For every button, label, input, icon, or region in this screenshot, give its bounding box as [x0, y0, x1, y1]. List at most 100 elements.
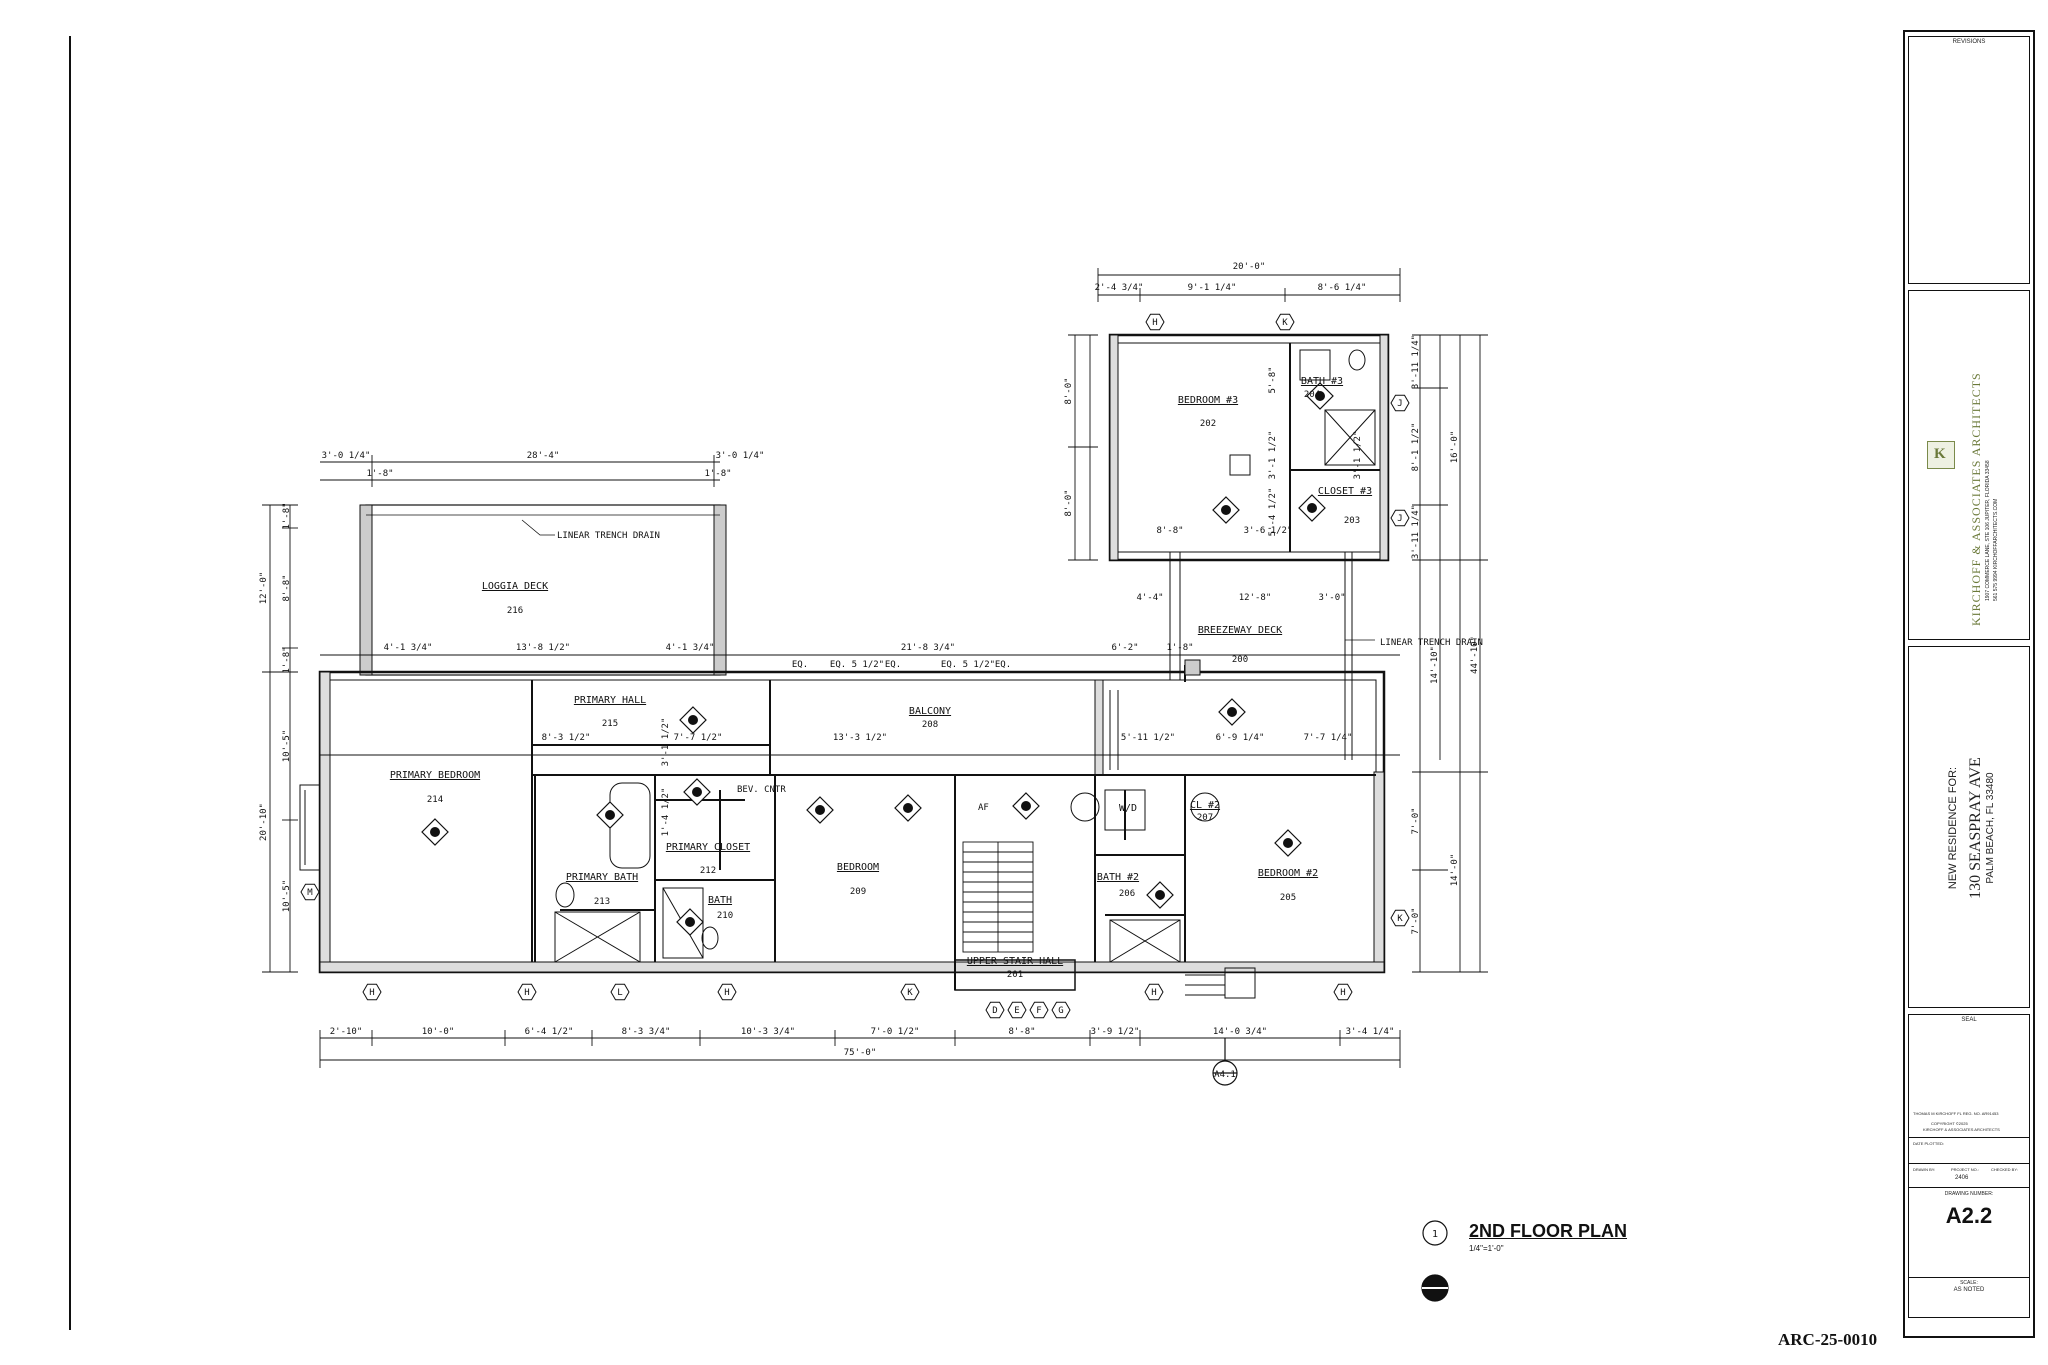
- room-label-bedroom3: BEDROOM #3: [1178, 395, 1238, 406]
- grid-tag-label: J: [1397, 514, 1402, 524]
- tag-diamond-dot: [903, 803, 913, 813]
- plan-scale: 1/4"=1'-0": [1469, 1244, 1504, 1253]
- title-block: [1903, 30, 2035, 1338]
- seal-label: SEAL: [1961, 1017, 1977, 1023]
- dim-bottom-segment: 10'-3 3/4": [741, 1027, 795, 1037]
- dim-inner: 1'-4 1/2": [661, 788, 671, 837]
- dim-inner: 12'-8": [1239, 593, 1272, 603]
- eq-labels: EQ.EQ. 5 1/2"EQ.EQ. 5 1/2"EQ.: [792, 660, 1011, 670]
- firm-name: KIRCHOFF & ASSOCIATES ARCHITECTS: [1969, 372, 1983, 626]
- room-label-balcony: BALCONY: [909, 706, 951, 717]
- drawing-number-label: DRAWING NUMBER:: [1944, 1191, 1994, 1197]
- bottom-dim-chain: 2'-10"10'-0"6'-4 1/2"8'-3 3/4"10'-3 3/4"…: [330, 1027, 1395, 1037]
- room-number-primary-bath: 213: [594, 897, 610, 907]
- revisions-label: REVISIONS: [1952, 39, 1986, 45]
- dim-inner: 3'-1 1/2": [1353, 431, 1363, 480]
- dim-inner: 6'-9 1/4": [1216, 733, 1265, 743]
- room-number-closet3: 203: [1344, 516, 1360, 526]
- grid-tag-label: L: [617, 988, 622, 998]
- grid-tag-hex: [900, 983, 920, 1001]
- grid-tag-label: F: [1036, 1006, 1041, 1016]
- dim-balcony-c: 4'-1 3/4": [666, 643, 715, 653]
- room-labels: LOGGIA DECK 216 PRIMARY BEDROOM 214 PRIM…: [390, 376, 1372, 980]
- room-number-primary-hall: 215: [602, 719, 618, 729]
- breezeway-edges: [1109, 659, 1201, 770]
- architect-line: THOMAS M KIRCHOFF FL REG. NO. AR91453: [1913, 1111, 1999, 1116]
- firm-box: K KIRCHOFF & ASSOCIATES ARCHITECTS 1907 …: [1908, 290, 2030, 640]
- grid-tag-label: M: [307, 888, 313, 898]
- dim-left-segment: 10'-5": [282, 880, 292, 913]
- dim-bottom-segment: 6'-4 1/2": [525, 1027, 574, 1037]
- dim-bottom-segment: 3'-9 1/2": [1091, 1027, 1140, 1037]
- dim-left-segment: 1'-8": [282, 646, 292, 673]
- grid-tag-label: H: [1340, 988, 1345, 998]
- room-number-bath2: 206: [1119, 889, 1135, 899]
- dim-eq-label: EQ. 5 1/2": [941, 660, 995, 670]
- dim-bottom-segment: 8'-8": [1008, 1027, 1035, 1037]
- note-af: AF: [978, 803, 989, 813]
- project-city: PALM BEACH, FL 33480: [1985, 772, 1996, 884]
- grid-tag-hex: [1333, 983, 1353, 1001]
- dim-balcony-e: 6'-2": [1111, 643, 1138, 653]
- dim-bed3-left-a: 8'-0": [1064, 377, 1074, 404]
- dim-right-overall-b: 14'-0": [1450, 854, 1460, 887]
- grid-tag-label: D: [992, 1006, 997, 1016]
- scale-label: SCALE:: [1960, 1280, 1978, 1286]
- project-prefix: NEW RESIDENCE FOR:: [1947, 766, 1959, 890]
- grid-tag-hex: [1051, 1001, 1071, 1019]
- info-box: SEAL THOMAS M KIRCHOFF FL REG. NO. AR914…: [1908, 1014, 2030, 1318]
- left-dim-chain: 1'-8"8'-8"1'-8"10'-5"10'-5": [282, 502, 292, 912]
- room-label-breezeway: BREEZEWAY DECK: [1198, 625, 1282, 636]
- dim-bottom-segment: 3'-4 1/4": [1346, 1027, 1395, 1037]
- room-label-wd: W/D: [1119, 803, 1137, 814]
- copyright-line: COPYRIGHT ©2025: [1931, 1121, 1968, 1126]
- grid-tag-label: H: [1152, 318, 1157, 328]
- plan-title: 2ND FLOOR PLAN: [1469, 1221, 1628, 1241]
- divider: [1909, 1277, 2029, 1278]
- grid-tag-label: H: [369, 988, 374, 998]
- dim-left-overall-a: 12'-0": [259, 572, 269, 605]
- dim-eq-label: EQ.: [792, 660, 808, 670]
- divider: [1909, 1187, 2029, 1188]
- grid-tag-label: K: [1282, 318, 1288, 328]
- dim-bed3-left-b: 8'-0": [1064, 489, 1074, 516]
- room-number-bedroom3: 202: [1200, 419, 1216, 429]
- stair: [954, 841, 1076, 991]
- grid-tag-label: K: [1397, 914, 1403, 924]
- tag-diamond-dot: [605, 810, 615, 820]
- dim-inner: 7'-7 1/2": [674, 733, 723, 743]
- room-label-bedroom: BEDROOM: [837, 862, 879, 873]
- detail-bubble: [1421, 1220, 1449, 1302]
- dim-inner: 3'-1 1/2": [661, 718, 671, 767]
- tag-diamond-dot: [688, 715, 698, 725]
- divider: [1909, 1137, 2029, 1138]
- note-trench-drain-top: LINEAR TRENCH DRAIN: [557, 531, 660, 541]
- tag-diamond-layer: [421, 382, 1334, 936]
- firm-logo-mark: K: [1934, 446, 1946, 462]
- dim-right-segment: 3'-11 1/4": [1411, 505, 1421, 559]
- dim-inner: 3'-6 1/2": [1244, 526, 1293, 536]
- grid-tag-hex: [362, 983, 382, 1001]
- grid-tag-hex: [517, 983, 537, 1001]
- tag-diamond-dot: [1155, 890, 1165, 900]
- grid-tag-hex: [610, 983, 630, 1001]
- dim-left-segment: 1'-8": [282, 502, 292, 529]
- room-label-bedroom2: BEDROOM #2: [1258, 868, 1318, 879]
- tag-diamond-dot: [1307, 503, 1317, 513]
- tag-diamond-dot: [692, 787, 702, 797]
- room-number-balcony: 208: [922, 720, 938, 730]
- dim-inner: 7'-7 1/4": [1304, 733, 1353, 743]
- dim-inner: 8'-8": [1156, 526, 1183, 536]
- room-number-primary-closet: 212: [700, 866, 716, 876]
- grid-tag-label: H: [524, 988, 529, 998]
- dimension-texts: 20'-0" 2'-4 3/4" 9'-1 1/4" 8'-6 1/4" 3'-…: [259, 262, 1480, 1058]
- bedroom3-block-walls: [1108, 333, 1390, 760]
- room-label-bath3: BATH #3: [1301, 376, 1343, 387]
- dim-balcony-d: 21'-8 3/4": [901, 643, 955, 653]
- room-label-primary-bedroom: PRIMARY BEDROOM: [390, 770, 480, 781]
- grid-tag-hex: [1390, 394, 1410, 412]
- right-dim-chain: 3'-11 1/4"8'-1 1/2"3'-11 1/4"7'-0"7'-0": [1411, 335, 1421, 935]
- dim-top-overall: 20'-0": [1233, 262, 1266, 272]
- date-plotted-label: DATE PLOTTED:: [1913, 1141, 1945, 1146]
